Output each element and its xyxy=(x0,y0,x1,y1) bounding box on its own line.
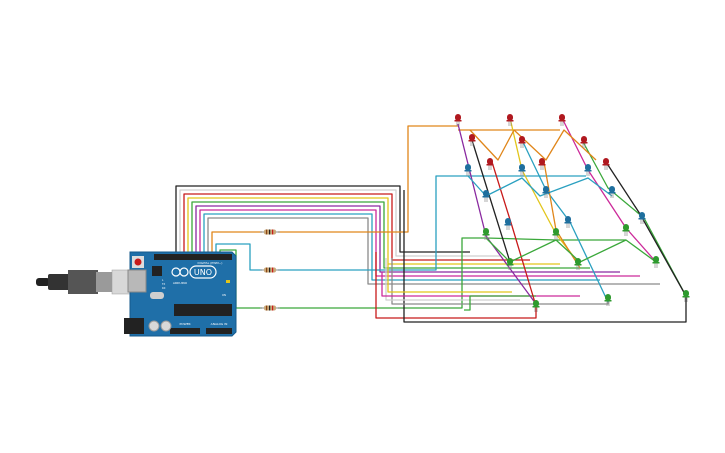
led-green[interactable] xyxy=(622,224,630,236)
led-green[interactable] xyxy=(552,228,560,240)
wires xyxy=(175,117,687,323)
arduino-logo: UNO xyxy=(171,265,217,279)
wire-white-1[interactable] xyxy=(179,189,500,258)
cube-row-b[interactable] xyxy=(467,175,613,197)
led-green[interactable] xyxy=(574,258,582,270)
led-l-label: L xyxy=(162,278,164,282)
led-green[interactable] xyxy=(532,300,540,312)
wire-purple-1[interactable] xyxy=(195,205,620,273)
led-tx-label: TX xyxy=(162,282,166,286)
wire-cyan-mid[interactable] xyxy=(215,175,586,271)
led-blue[interactable] xyxy=(564,216,572,228)
led-red[interactable] xyxy=(454,114,462,126)
led-green[interactable] xyxy=(506,258,514,270)
resistor[interactable] xyxy=(260,305,280,311)
wire-magenta-1[interactable] xyxy=(199,209,640,277)
wire-red-bottom[interactable] xyxy=(375,252,537,319)
wire-green-1[interactable] xyxy=(191,201,590,269)
wire-green-mid[interactable] xyxy=(464,295,536,311)
wire-yellow-1[interactable] xyxy=(187,197,560,265)
power-jack xyxy=(124,318,144,334)
usb-chip xyxy=(152,266,162,276)
led-green[interactable] xyxy=(604,294,612,306)
power-header[interactable] xyxy=(170,328,200,334)
led-red[interactable] xyxy=(468,134,476,146)
resistor[interactable] xyxy=(260,267,280,273)
wire-black-bottom[interactable] xyxy=(403,190,687,323)
led-rx-label: RX xyxy=(162,286,166,290)
arduino-uno-board[interactable]: UNO DIGITAL (PWM~) POWER ANALOG IN ARDUI… xyxy=(124,251,237,337)
led-cube xyxy=(454,114,690,312)
led-blue[interactable] xyxy=(464,164,472,176)
wire-orange-top[interactable] xyxy=(211,125,560,258)
led-red[interactable] xyxy=(506,114,514,126)
cube-col-8[interactable] xyxy=(581,139,687,297)
led-red[interactable] xyxy=(580,136,588,148)
atmega-chip xyxy=(174,304,232,316)
cube-row-a[interactable] xyxy=(469,129,597,161)
cube-col-3[interactable] xyxy=(491,161,537,307)
led-blue[interactable] xyxy=(518,164,526,176)
capacitor xyxy=(148,320,160,332)
cube-col-6[interactable] xyxy=(543,161,581,269)
led-green[interactable] xyxy=(682,290,690,302)
wire-gray-1[interactable] xyxy=(207,217,660,285)
led-red[interactable] xyxy=(538,158,546,170)
analog-label: ANALOG IN xyxy=(211,322,228,326)
cube-col-2[interactable] xyxy=(471,139,511,263)
resistors xyxy=(260,229,280,311)
led-red[interactable] xyxy=(518,136,526,148)
digital-header[interactable] xyxy=(154,254,232,260)
crystal xyxy=(150,292,164,299)
wire-white-bottom[interactable] xyxy=(385,258,520,301)
wire-red-1[interactable] xyxy=(183,193,530,261)
led-blue[interactable] xyxy=(504,218,512,230)
led-blue[interactable] xyxy=(584,164,592,176)
led-green[interactable] xyxy=(482,228,490,240)
usb-cable[interactable] xyxy=(36,269,131,295)
wire-yellow-mid[interactable] xyxy=(387,264,512,293)
led-red[interactable] xyxy=(602,158,610,170)
wire-black-top[interactable] xyxy=(175,185,470,258)
led-on-label: ON xyxy=(222,293,226,297)
cube-col-7[interactable] xyxy=(561,117,657,263)
led-red[interactable] xyxy=(558,114,566,126)
cube-row-c[interactable] xyxy=(485,237,657,263)
led-green[interactable] xyxy=(652,256,660,268)
led-blue[interactable] xyxy=(608,186,616,198)
capacitor xyxy=(160,320,172,332)
usb-jack xyxy=(127,269,147,293)
cube-col-5[interactable] xyxy=(521,139,609,303)
board-logo-text: UNO xyxy=(194,268,212,277)
led-blue[interactable] xyxy=(482,190,490,202)
led-red[interactable] xyxy=(486,158,494,170)
power-label: POWER xyxy=(179,322,190,326)
analog-header[interactable] xyxy=(206,328,232,334)
digital-label: DIGITAL (PWM~) xyxy=(198,261,223,265)
wire-cyan-1[interactable] xyxy=(203,213,600,281)
led-blue[interactable] xyxy=(542,186,550,198)
resistor[interactable] xyxy=(260,229,280,235)
led-blue[interactable] xyxy=(638,212,646,224)
brand-text: ARDUINO xyxy=(173,281,188,285)
cube-col-1[interactable] xyxy=(457,123,537,305)
